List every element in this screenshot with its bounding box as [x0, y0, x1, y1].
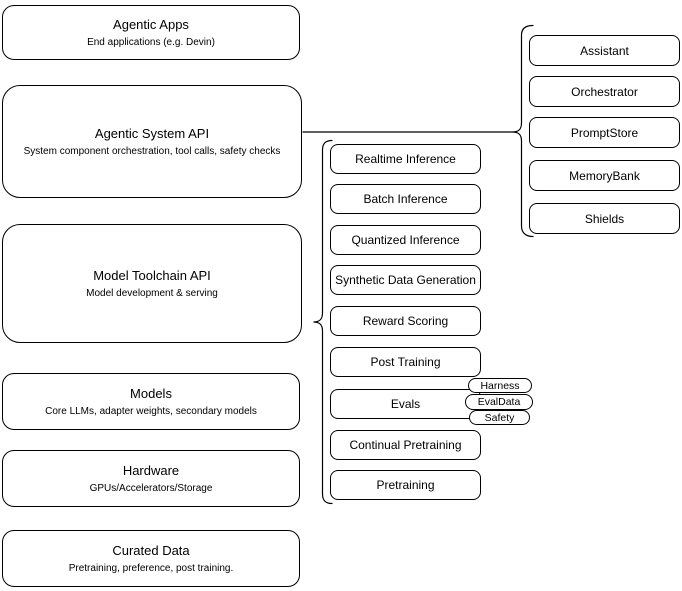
node-title: Model Toolchain API [93, 267, 211, 283]
node-pretraining: Pretraining [330, 470, 481, 500]
node-subtitle: Core LLMs, adapter weights, secondary mo… [45, 405, 257, 417]
node-subtitle: GPUs/Accelerators/Storage [89, 482, 213, 494]
node-orchestrator: Orchestrator [529, 76, 680, 107]
node-batch-inference: Batch Inference [330, 184, 481, 214]
tag-evaldata: EvalData [465, 394, 533, 410]
node-label: Post Training [370, 355, 441, 369]
node-shields: Shields [529, 203, 680, 234]
node-label: Evals [390, 397, 421, 411]
node-title: Models [130, 385, 172, 401]
node-label: MemoryBank [569, 168, 640, 183]
node-label: Realtime Inference [355, 152, 456, 166]
node-title: Curated Data [112, 542, 190, 558]
node-label: PromptStore [570, 125, 639, 140]
node-hardware: Hardware GPUs/Accelerators/Storage [2, 450, 300, 507]
node-label: Synthetic Data Generation [335, 273, 476, 287]
node-post-training: Post Training [330, 347, 481, 377]
tag-label: Harness [480, 379, 520, 392]
node-label: Quantized Inference [351, 233, 460, 247]
node-memorybank: MemoryBank [529, 160, 680, 191]
tag-harness: Harness [468, 378, 532, 393]
tag-label: Safety [484, 411, 515, 424]
node-label: Assistant [580, 43, 629, 58]
node-models: Models Core LLMs, adapter weights, secon… [2, 373, 300, 430]
node-title: Agentic Apps [113, 16, 189, 32]
node-quantized-inference: Quantized Inference [330, 225, 481, 255]
node-subtitle: System component orchestration, tool cal… [23, 145, 281, 157]
node-curated-data: Curated Data Pretraining, preference, po… [2, 530, 300, 587]
node-evals: Evals [330, 389, 481, 419]
node-promptstore: PromptStore [529, 117, 680, 148]
node-realtime-inference: Realtime Inference [330, 144, 481, 174]
node-reward-scoring: Reward Scoring [330, 306, 481, 336]
node-continual-pretraining: Continual Pretraining [330, 430, 481, 460]
node-synthetic-data-generation: Synthetic Data Generation [330, 265, 481, 295]
node-title: Agentic System API [94, 125, 210, 141]
node-assistant: Assistant [529, 35, 680, 66]
node-subtitle: Pretraining, preference, post training. [68, 562, 234, 574]
node-label: Orchestrator [571, 84, 638, 99]
node-subtitle: Model development & serving [86, 287, 218, 299]
node-label: Batch Inference [363, 192, 448, 206]
node-label: Shields [584, 211, 625, 226]
node-title: Hardware [122, 462, 180, 478]
node-agentic-system-api: Agentic System API System component orch… [2, 85, 302, 198]
node-agentic-apps: Agentic Apps End applications (e.g. Devi… [2, 5, 300, 60]
tag-label: EvalData [477, 396, 521, 408]
node-label: Reward Scoring [362, 314, 449, 328]
node-label: Continual Pretraining [349, 438, 462, 452]
node-label: Pretraining [376, 478, 435, 492]
tag-safety: Safety [469, 410, 530, 425]
node-model-toolchain-api: Model Toolchain API Model development & … [2, 224, 302, 343]
node-subtitle: End applications (e.g. Devin) [87, 36, 215, 48]
